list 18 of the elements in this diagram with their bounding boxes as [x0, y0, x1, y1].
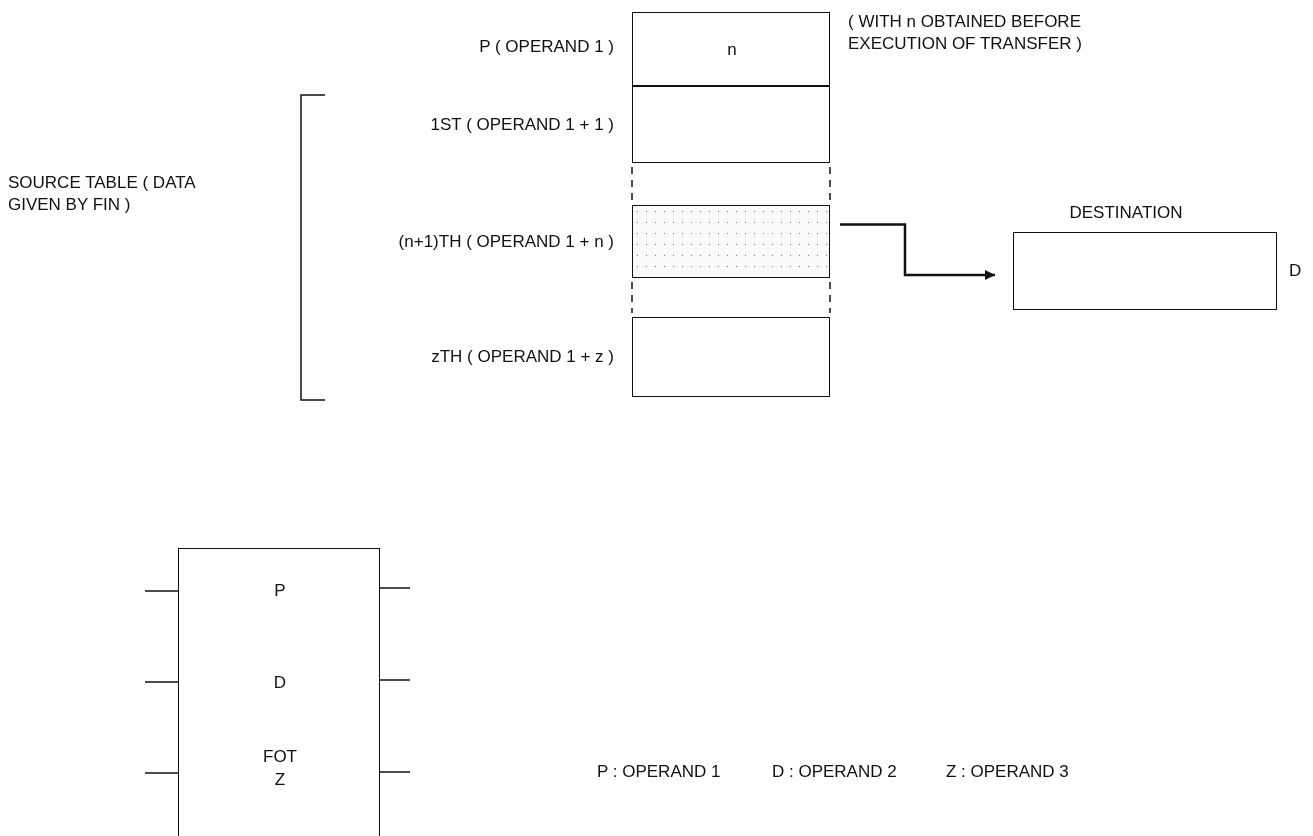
operand-note: P : OPERAND 1: [597, 762, 721, 782]
table-label: SOURCE TABLE ( DATA GIVEN BY FIN ): [8, 172, 197, 216]
row-label: D: [1289, 261, 1302, 281]
cell-text: P: [273, 580, 287, 602]
cell-text: n: [726, 39, 738, 61]
cell-text: Z: [273, 769, 287, 791]
operand-note: D : OPERAND 2: [772, 762, 897, 782]
box-heading: DESTINATION: [1068, 202, 1184, 224]
operand-note: Z : OPERAND 3: [946, 762, 1069, 782]
row-label: (n+1)TH ( OPERAND 1 + n ): [398, 232, 614, 252]
row-label: 1ST ( OPERAND 1 + 1 ): [430, 115, 614, 135]
row-label: P ( OPERAND 1 ): [479, 37, 614, 57]
row-label: zTH ( OPERAND 1 + z ): [431, 347, 614, 367]
arrow: [840, 223, 995, 280]
function-block: [178, 548, 380, 836]
cell-text: D: [272, 672, 288, 694]
cell-text: FOT: [262, 746, 298, 768]
note-text: ( WITH n OBTAINED BEFORE EXECUTION OF TRANSFER ): [848, 11, 1083, 55]
